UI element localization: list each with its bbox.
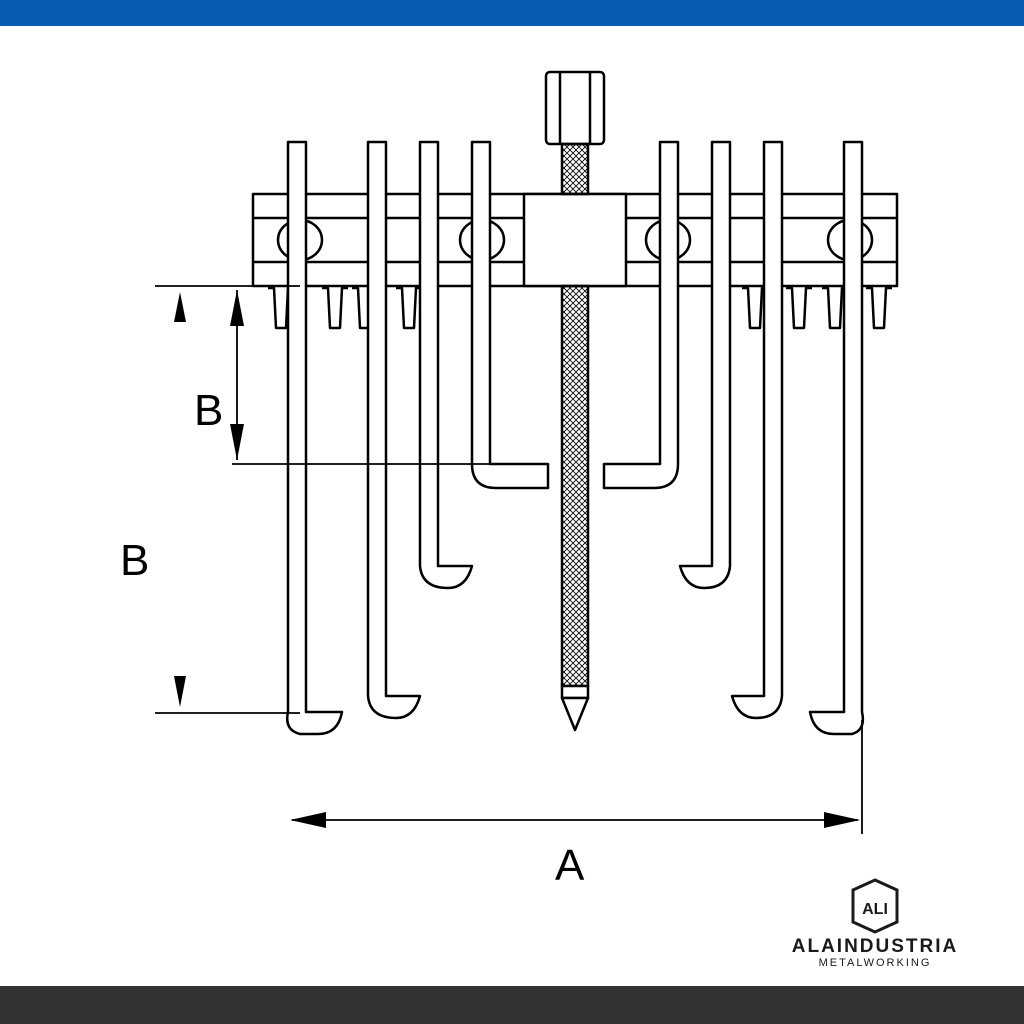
inner-right-jaw [602, 140, 680, 490]
brand-name: ALAINDUSTRIA [791, 936, 959, 957]
left-jaw-2 [366, 140, 422, 720]
ali-shield-logo-icon: ALI [851, 878, 899, 934]
dim-label-a: A [555, 841, 585, 890]
arrow-outer-bottom [174, 676, 186, 707]
arrow-outer-top [174, 292, 186, 322]
left-jaw-3 [418, 140, 474, 590]
arrow-width-right [824, 812, 860, 828]
dim-label-outer-b: B [120, 536, 149, 585]
screw-tip [560, 696, 590, 732]
right-jaw-2 [730, 140, 784, 720]
logo-text: ALI [862, 901, 888, 918]
bottom-footer-bar [0, 986, 1024, 1024]
hex-nut [544, 70, 606, 146]
top-accent-bar [0, 0, 1024, 26]
right-jaw-3 [678, 140, 732, 590]
dim-label-inner-b: B [194, 386, 223, 435]
brand-tagline: METALWORKING [818, 957, 932, 969]
arrow-inner-top [230, 290, 244, 326]
arrow-width-left [290, 812, 326, 828]
outer-left-jaw [286, 140, 344, 736]
center-block [522, 192, 628, 288]
threaded-screw [560, 284, 590, 688]
threaded-screw-upper [560, 142, 590, 196]
brand-block: ALI ALAINDUSTRIA METALWORKING [750, 878, 1000, 978]
arrow-inner-bottom [230, 424, 244, 460]
